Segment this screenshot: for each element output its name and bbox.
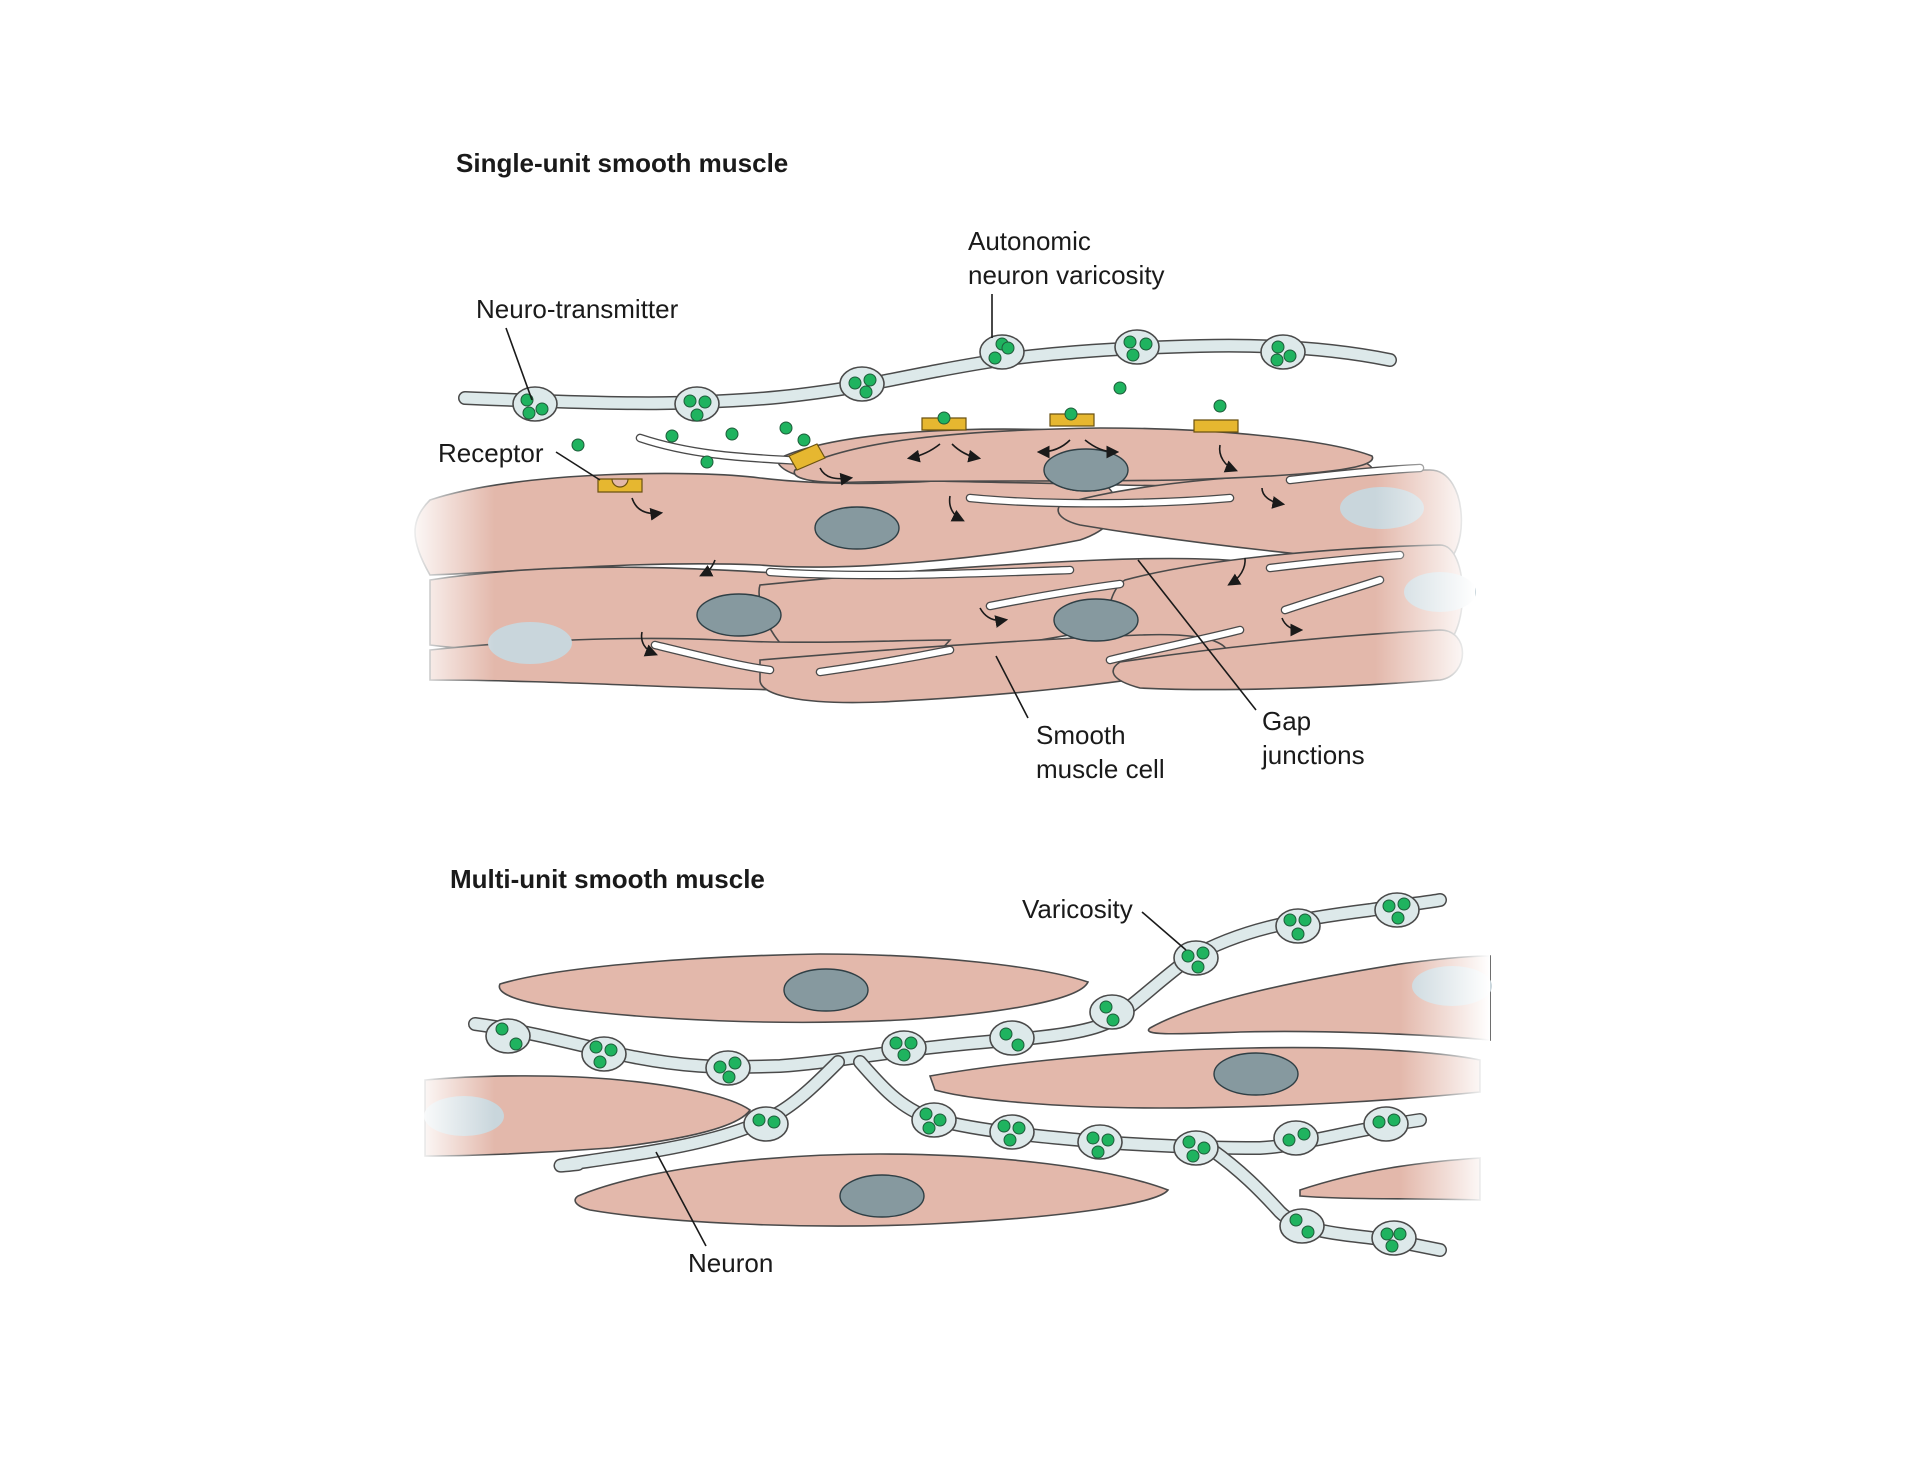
autonomic-neuron-top xyxy=(458,329,1397,469)
smooth-muscle-cell xyxy=(424,1075,752,1157)
varicosity xyxy=(485,1018,531,1054)
single-unit-panel: Single-unit smooth muscle xyxy=(405,148,1476,784)
nucleus xyxy=(1213,1052,1299,1096)
receptors xyxy=(597,413,1239,493)
nucleus xyxy=(488,622,572,664)
varicosity xyxy=(1279,1208,1325,1244)
varicosity xyxy=(989,1020,1035,1056)
varicosity xyxy=(1273,1120,1319,1156)
label-neuron-varicosity: neuron varicosity xyxy=(968,260,1165,290)
varicosity xyxy=(1260,334,1306,370)
label-junctions: junctions xyxy=(1261,740,1365,770)
multi-unit-panel: Multi-unit smooth muscle xyxy=(415,864,1492,1278)
nucleus xyxy=(839,1174,925,1218)
multi-unit-title: Multi-unit smooth muscle xyxy=(450,864,765,894)
label-gap: Gap xyxy=(1262,706,1311,736)
receptor xyxy=(1193,419,1239,433)
nucleus xyxy=(1053,598,1139,642)
varicosity xyxy=(1363,1106,1409,1142)
nucleus xyxy=(1043,448,1129,492)
receptor xyxy=(597,478,643,493)
vesicles xyxy=(520,335,1297,422)
label-neuron: Neuron xyxy=(688,1248,773,1278)
released-neurotransmitter xyxy=(571,381,1227,469)
label-autonomic: Autonomic xyxy=(968,226,1091,256)
label-varicosity: Varicosity xyxy=(1022,894,1133,924)
nucleus xyxy=(696,593,782,637)
label-muscle-cell: muscle cell xyxy=(1036,754,1165,784)
smooth-muscle-cell xyxy=(414,469,1118,576)
vesicles-bottom xyxy=(495,897,1411,1253)
varicosity xyxy=(743,1106,789,1142)
single-unit-title: Single-unit smooth muscle xyxy=(456,148,788,178)
varicosity xyxy=(512,386,558,422)
label-smooth: Smooth xyxy=(1036,720,1126,750)
signal-arrows xyxy=(631,439,1304,657)
muscle-sheet-top xyxy=(405,428,1476,704)
nucleus xyxy=(814,506,900,550)
label-neurotransmitter: Neuro-transmitter xyxy=(476,294,679,324)
receptor xyxy=(788,443,826,471)
muscle-cells-bottom xyxy=(415,940,1492,1227)
nucleus xyxy=(783,968,869,1012)
label-receptor: Receptor xyxy=(438,438,544,468)
smooth-muscle-cell xyxy=(928,1046,1481,1109)
